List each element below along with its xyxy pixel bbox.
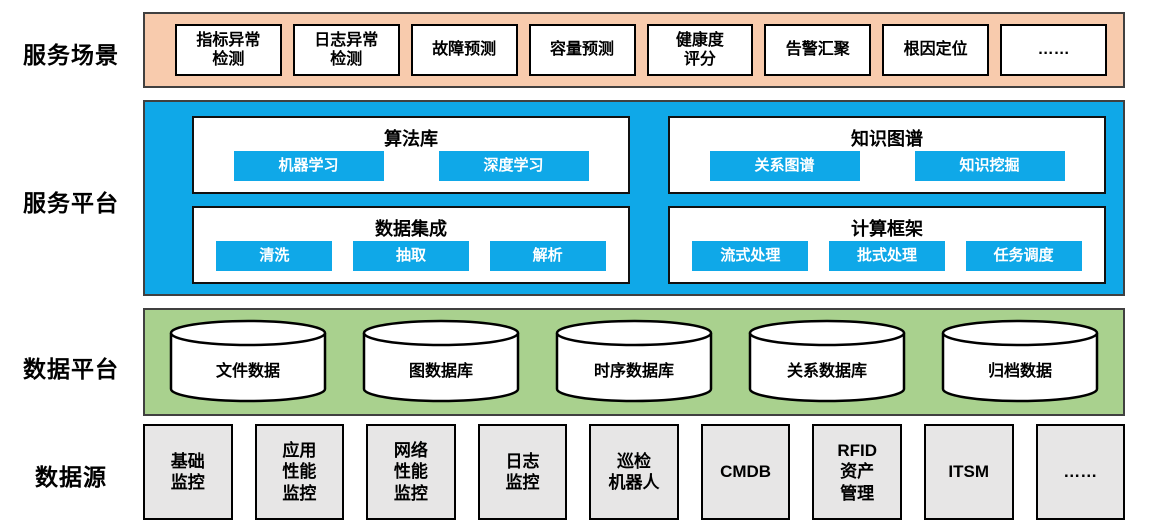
row-label-service-platform: 服务平台 [23, 190, 119, 216]
source-box-itsm: ITSM [923, 424, 1014, 520]
cylinder-label-file-data: 文件数据 [215, 363, 280, 380]
chip-stream-processing: 流式处理 [692, 241, 809, 271]
row-label-data-sources: 数据源 [35, 464, 107, 490]
cylinder-graph-database: 图数据库 [362, 319, 520, 405]
source-box-basic-monitoring: 基础 监控 [143, 424, 233, 520]
panel-buttons-knowledge-graph: 关系图谱 知识挖掘 [670, 151, 1104, 181]
database-cylinder-icon [362, 319, 520, 403]
cylinder-label-graph-database: 图数据库 [408, 363, 473, 380]
row-label-data-platform: 数据平台 [23, 356, 119, 382]
scenario-box-root-cause-location: 根因定位 [882, 24, 990, 76]
scenario-box-alert-aggregation: 告警汇聚 [764, 24, 872, 76]
chip-machine-learning: 机器学习 [233, 151, 384, 181]
chip-cleaning: 清洗 [216, 241, 333, 271]
cylinder-file-data: 文件数据 [169, 319, 327, 405]
source-box-npm: 网络 性能 监控 [366, 424, 456, 520]
source-box-apm: 应用 性能 监控 [254, 424, 345, 520]
chip-relation-graph: 关系图谱 [709, 151, 860, 181]
scenario-box-health-score: 健康度 评分 [646, 24, 754, 76]
cylinder-label-archive-data: 归档数据 [987, 363, 1052, 380]
cylinder-relational-database: 关系数据库 [748, 319, 906, 405]
scenario-box-metric-anomaly-detection: 指标异常 检测 [175, 24, 282, 76]
chip-task-scheduling: 任务调度 [965, 241, 1082, 271]
service-platform-band: 算法库 机器学习 深度学习 知识图谱 关系图谱 知识挖掘 数据集成 清洗 抽取 … [143, 100, 1125, 296]
source-box-cmdb: CMDB [700, 424, 791, 520]
chip-knowledge-mining: 知识挖掘 [914, 151, 1065, 181]
database-cylinder-icon [941, 319, 1099, 403]
cylinder-label-timeseries-database: 时序数据库 [593, 363, 674, 380]
panel-data-integration: 数据集成 清洗 抽取 解析 [192, 206, 630, 284]
panel-buttons-computing-framework: 流式处理 批式处理 任务调度 [670, 241, 1104, 271]
panel-title-algorithm-library: 算法库 [384, 129, 438, 149]
panel-knowledge-graph: 知识图谱 关系图谱 知识挖掘 [668, 116, 1106, 194]
source-box-log-monitoring: 日志 监控 [477, 424, 568, 520]
source-box-ellipsis: …… [1035, 424, 1126, 520]
source-box-rfid-asset-management: RFID 资产 管理 [812, 424, 902, 520]
scenario-box-ellipsis: …… [1000, 24, 1107, 76]
chip-parsing: 解析 [489, 241, 606, 271]
panel-title-computing-framework: 计算框架 [851, 219, 923, 239]
panel-title-knowledge-graph: 知识图谱 [851, 129, 923, 149]
chip-batch-processing: 批式处理 [828, 241, 945, 271]
database-cylinder-icon [169, 319, 327, 403]
data-platform-band: 文件数据 图数据库 时序数据库 关系数据库 [143, 308, 1125, 416]
panel-algorithm-library: 算法库 机器学习 深度学习 [192, 116, 630, 194]
panel-buttons-algorithm-library: 机器学习 深度学习 [194, 151, 628, 181]
database-cylinder-icon [748, 319, 906, 403]
data-sources-row: 基础 监控 应用 性能 监控 网络 性能 监控 日志 监控 巡检 机器人 CMD… [143, 424, 1126, 520]
service-scenarios-band: 指标异常 检测 日志异常 检测 故障预测 容量预测 健康度 评分 告警汇聚 根因… [143, 12, 1125, 88]
chip-extraction: 抽取 [352, 241, 469, 271]
scenario-box-fault-prediction: 故障预测 [410, 24, 518, 76]
panel-buttons-data-integration: 清洗 抽取 解析 [194, 241, 628, 271]
cylinder-archive-data: 归档数据 [941, 319, 1099, 405]
cylinder-timeseries-database: 时序数据库 [555, 319, 713, 405]
chip-deep-learning: 深度学习 [438, 151, 589, 181]
panel-title-data-integration: 数据集成 [375, 219, 447, 239]
panel-computing-framework: 计算框架 流式处理 批式处理 任务调度 [668, 206, 1106, 284]
database-cylinder-icon [555, 319, 713, 403]
row-label-service-scenarios: 服务场景 [23, 42, 119, 68]
cylinder-label-relational-database: 关系数据库 [786, 363, 867, 380]
scenario-box-log-anomaly-detection: 日志异常 检测 [292, 24, 400, 76]
scenario-box-capacity-prediction: 容量预测 [528, 24, 636, 76]
source-box-inspection-robot: 巡检 机器人 [589, 424, 679, 520]
